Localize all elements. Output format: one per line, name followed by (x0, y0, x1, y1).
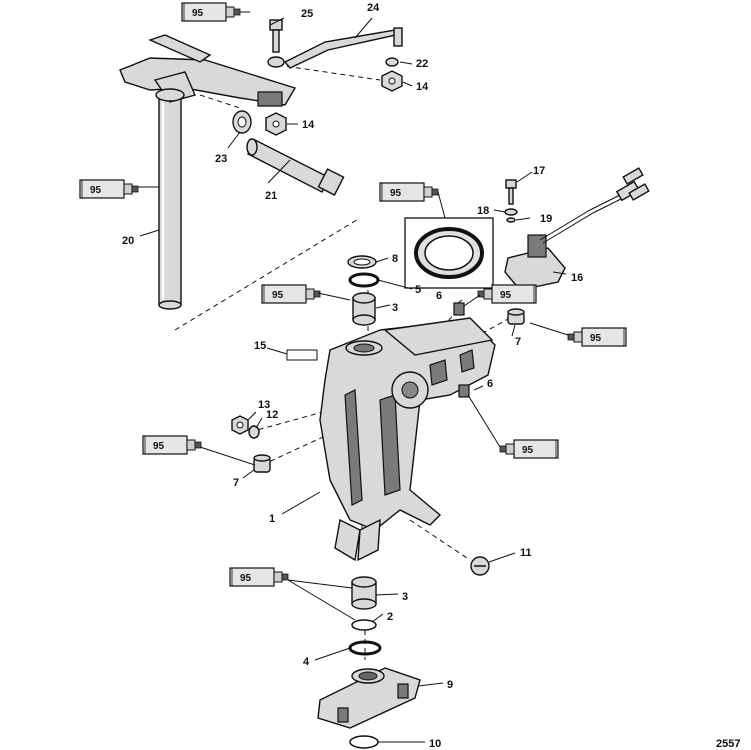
callout-24: 24 (367, 2, 380, 14)
callout-22: 22 (416, 58, 428, 70)
part-7-bushing-right (507, 308, 525, 325)
sealant-tube-2: 95 (79, 179, 139, 199)
callout-14-lower: 14 (302, 119, 315, 131)
part-11-screw (470, 556, 490, 576)
callout-3-upper: 3 (392, 302, 398, 314)
callout-12: 12 (266, 409, 278, 421)
callout-9: 9 (447, 679, 453, 691)
part-25-bolt (267, 19, 285, 68)
callout-15: 15 (254, 340, 266, 352)
callout-5: 5 (415, 284, 421, 296)
callout-19: 19 (540, 213, 552, 225)
sealant-tube-label: 95 (522, 445, 534, 456)
part-14-nut-upper (381, 70, 403, 92)
callout-8: 8 (392, 253, 398, 265)
part-steering-arm (119, 34, 297, 107)
part-15-decal (286, 349, 318, 361)
part-19-washer (506, 217, 516, 223)
callout-labels: 25 24 22 14 14 23 21 20 17 18 19 16 8 5 … (122, 2, 583, 750)
callout-11: 11 (520, 547, 532, 559)
part-18-washer (504, 208, 518, 216)
part-5-o-ring (348, 272, 380, 288)
sealant-tube-1: 95 (181, 2, 241, 22)
sealant-tube-label: 95 (90, 185, 102, 196)
part-2-ring (351, 619, 377, 631)
sealant-tube-7: 95 (142, 435, 202, 455)
callout-20: 20 (122, 235, 134, 247)
sealant-tube-label: 95 (240, 573, 252, 584)
part-1-swivel-bracket (319, 317, 496, 562)
figure-number: 2557 (716, 738, 740, 750)
part-12-washer (248, 425, 260, 439)
callout-6-upper: 6 (436, 290, 442, 302)
callout-21: 21 (265, 190, 277, 202)
part-6-fitting-upper (453, 302, 465, 316)
part-8-ring (347, 255, 377, 269)
part-20-pivot-tube (158, 94, 182, 310)
sealant-tube-4: 95 (261, 284, 321, 304)
part-16-trim-sensor (504, 167, 650, 291)
part-13-nut (231, 415, 249, 435)
sealant-tube-label: 95 (500, 290, 512, 301)
callout-6-lower: 6 (487, 378, 493, 390)
callout-13: 13 (258, 399, 270, 411)
callout-4: 4 (303, 656, 310, 668)
part-7-bushing-left (253, 454, 271, 473)
sealant-tube-6: 95 (477, 284, 537, 304)
part-17-screw (505, 179, 517, 205)
part-8-seal-detail (404, 217, 494, 289)
part-3-bushing-lower (351, 576, 377, 610)
part-10-ring (349, 735, 379, 749)
part-14-nut-lower (265, 112, 287, 136)
callout-3-lower: 3 (402, 591, 408, 603)
callout-7-right: 7 (515, 336, 521, 348)
part-23-washer (232, 110, 252, 134)
sealant-tube-label: 95 (590, 333, 602, 344)
leader-lines (138, 11, 569, 743)
sealant-tube-8: 95 (499, 439, 559, 459)
callout-7-left: 7 (233, 477, 239, 489)
callout-23: 23 (215, 153, 227, 165)
callout-18: 18 (477, 205, 489, 217)
sealant-tube-5: 95 (567, 327, 627, 347)
part-22-washer (385, 57, 399, 67)
part-3-bushing-upper (352, 292, 376, 326)
callout-25: 25 (301, 8, 313, 20)
sealant-tube-9: 95 (229, 567, 289, 587)
part-9-lower-yoke (317, 667, 421, 729)
callout-2: 2 (387, 611, 393, 623)
callout-17: 17 (533, 165, 545, 177)
sealant-tube-label: 95 (153, 441, 165, 452)
callout-16: 16 (571, 272, 583, 284)
part-24-link-rod (283, 27, 403, 69)
callout-1: 1 (269, 513, 275, 525)
sealant-tube-label: 95 (390, 188, 402, 199)
sealant-tube-label: 95 (272, 290, 284, 301)
part-21-bolt (246, 138, 345, 196)
sealant-tube-3: 95 (379, 182, 439, 202)
callout-10: 10 (429, 738, 441, 750)
sealant-tube-label: 95 (192, 8, 204, 19)
part-6-fitting-lower (458, 384, 470, 398)
callout-14-upper: 14 (416, 81, 429, 93)
